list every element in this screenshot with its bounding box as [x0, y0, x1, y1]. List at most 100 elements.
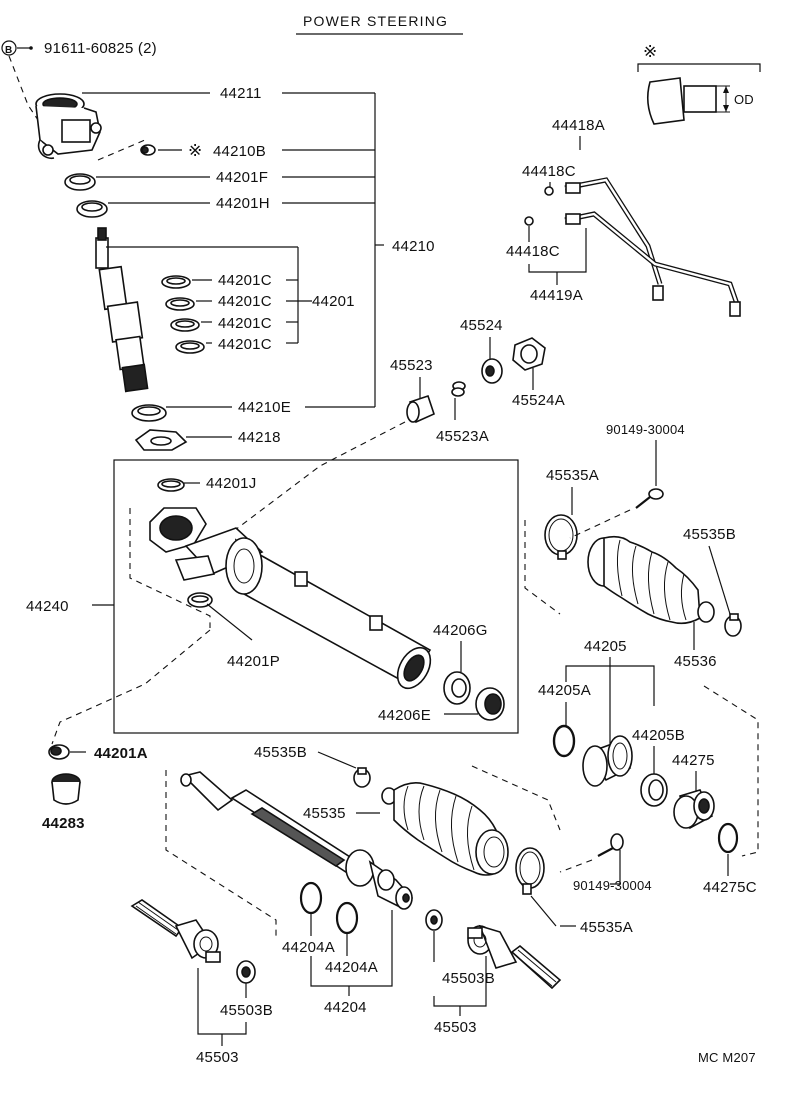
tie-rod-right-part	[467, 924, 562, 990]
clamp-45535a-top-part	[544, 514, 578, 560]
seal-44210e-part	[131, 404, 167, 422]
label-44210: 44210	[392, 238, 435, 255]
label-45503-1: 45503	[196, 1049, 239, 1066]
label-44275: 44275	[672, 752, 715, 769]
seal-dashed-line	[51, 629, 211, 745]
boot-45536-part	[587, 535, 715, 625]
bushing-44205-part	[582, 735, 633, 787]
label-44201C-4: 44201C	[218, 336, 272, 353]
valve-housing-part	[35, 93, 102, 160]
clamp-45535b-top-part	[724, 613, 742, 637]
label-44418C-1: 44418C	[522, 163, 576, 180]
footer-code: MC M207	[698, 1050, 756, 1065]
label-44201: 44201	[312, 293, 355, 310]
leader-45535b-bottom	[317, 751, 357, 769]
marker-symbol-44210b: ※	[188, 141, 202, 160]
boot-45535-part	[381, 782, 509, 876]
seal-44201c-4-part	[175, 340, 205, 354]
label-44206E: 44206E	[378, 707, 431, 724]
label-44201C-3: 44201C	[218, 315, 272, 332]
spring-45523a-part	[451, 381, 466, 397]
bracket-44204	[310, 910, 393, 987]
snap-ring-44275c-part	[717, 822, 739, 854]
od-dust-cover-part	[646, 77, 730, 125]
label-44201F: 44201F	[216, 169, 268, 186]
seal-44205b-part	[640, 773, 668, 807]
label-45503-2: 45503	[434, 1019, 477, 1036]
label-44275C: 44275C	[703, 879, 757, 896]
boot-right-dashed-line	[471, 765, 561, 831]
label-44210B: 44210B	[213, 143, 266, 160]
bolt-marker-letter: B	[5, 45, 12, 56]
label-44205A: 44205A	[538, 682, 591, 699]
label-44204: 44204	[324, 999, 367, 1016]
diagram-title: POWER STEERING	[303, 13, 448, 29]
label-44204A-2: 44204A	[325, 959, 378, 976]
label-44204A-1: 44204A	[282, 939, 335, 956]
cap-44283-part	[51, 773, 81, 805]
od-note-bracket	[637, 63, 761, 72]
rack-bar-part	[180, 771, 414, 910]
leader-44201p	[206, 603, 253, 641]
label-45535B-bottom: 45535B	[254, 744, 307, 761]
label-44418A: 44418A	[552, 117, 605, 134]
leader-90149-bottom	[610, 850, 621, 885]
label-44206G: 44206G	[433, 622, 488, 639]
ring-44204a-1-part	[299, 881, 323, 915]
right-group-dashed-line	[703, 685, 759, 857]
label-44201A: 44201A	[94, 745, 148, 762]
label-45523A: 45523A	[436, 428, 489, 445]
bolt-90149-top-part	[635, 488, 664, 509]
label-44205B: 44205B	[632, 727, 685, 744]
label-91611-60825: 91611-60825 (2)	[44, 40, 157, 57]
rack-guide-45523-part	[406, 394, 435, 424]
boot-left-dashed-line	[524, 520, 561, 615]
label-44419A: 44419A	[530, 287, 583, 304]
label-44418C-2: 44418C	[506, 243, 560, 260]
label-44201P: 44201P	[227, 653, 280, 670]
seal-44201c-3-part	[170, 318, 200, 332]
plug-dashed-line	[97, 139, 146, 161]
ring-44204a-2-part	[335, 901, 359, 935]
leader-45535a-bottom	[530, 895, 557, 927]
label-45536: 45536	[674, 653, 717, 670]
rack-housing-44240-part	[149, 507, 432, 690]
label-44201C-2: 44201C	[218, 293, 272, 310]
oring-44418c-1-part	[544, 186, 554, 196]
seal-44201c-2-part	[165, 297, 195, 311]
clamp-45535b-bottom-part	[353, 767, 371, 788]
label-44205: 44205	[584, 638, 627, 655]
oring-44418c-2-part	[524, 216, 534, 226]
oring-44205a-part	[552, 724, 576, 758]
washer-45503b-left-part	[236, 960, 256, 984]
bushing-44206e-part	[475, 687, 505, 721]
bushing-44206g-part	[443, 671, 471, 705]
label-45523: 45523	[390, 357, 433, 374]
label-45503B-2: 45503B	[442, 970, 495, 987]
rack-guide-dashed-line	[234, 421, 406, 531]
rack-housing-box	[113, 459, 519, 734]
plug-44210b-part	[140, 144, 156, 156]
label-44201C-1: 44201C	[218, 272, 272, 289]
label-90149-30004-bottom: 90149-30004	[573, 878, 652, 893]
label-44218: 44218	[238, 429, 281, 446]
label-44283: 44283	[42, 815, 85, 832]
seal-44201f-part	[64, 173, 96, 191]
label-44201H: 44201H	[216, 195, 270, 212]
adjusting-screw-45524-part	[481, 358, 503, 384]
seal-44201h-part	[76, 200, 108, 218]
tie-rod-left-part	[130, 899, 221, 963]
label-90149-30004-top: 90149-30004	[606, 422, 685, 437]
gasket-44218-part	[134, 429, 188, 451]
washer-45503b-right-part	[425, 909, 443, 931]
bolt-bottom-dashed-line	[559, 859, 593, 873]
seal-44201p-part	[187, 592, 213, 608]
label-44240: 44240	[26, 598, 69, 615]
cap-44201a-part	[48, 744, 70, 760]
seal-44201j-part	[157, 478, 185, 492]
label-45524: 45524	[460, 317, 503, 334]
label-44211: 44211	[220, 85, 262, 102]
od-dimension-label: OD	[734, 92, 754, 107]
label-45535B-top: 45535B	[683, 526, 736, 543]
